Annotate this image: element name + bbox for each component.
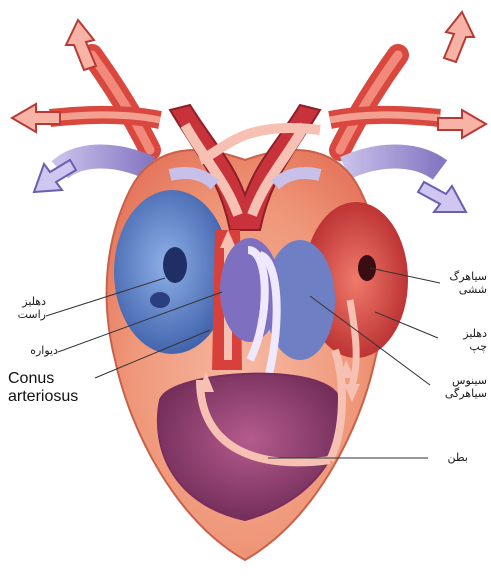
label-conus-line2: arteriosus	[8, 388, 78, 406]
arrow-mid-left	[12, 104, 60, 132]
arrow-vein-right	[418, 182, 466, 212]
label-right-atrium-line1: دهلیز	[8, 295, 46, 308]
right-arteries	[330, 55, 440, 170]
label-sinus-line2: سیاهرگی	[428, 387, 487, 400]
label-left-atrium-line2: چپ	[435, 340, 487, 353]
label-ventricle: بطن	[428, 451, 468, 464]
arrow-mid-right	[438, 110, 486, 138]
label-sinus-line1: سینوس	[428, 374, 487, 387]
arrow-top-right	[444, 12, 474, 62]
label-ventricle-text: بطن	[428, 451, 468, 464]
label-conus-line1: Conus	[8, 370, 78, 388]
label-left-atrium: دهلیز چپ	[435, 327, 487, 353]
label-right-atrium: دهلیز راست	[8, 295, 46, 321]
label-pulmonary-vein-line1: سیاهرگ	[435, 270, 487, 283]
label-right-atrium-line2: راست	[8, 308, 46, 321]
label-pulmonary-vein: سیاهرگ ششی	[435, 270, 487, 296]
label-left-atrium-line1: دهلیز	[435, 327, 487, 340]
label-sinus-venosus: سینوس سیاهرگی	[428, 374, 487, 400]
label-pulmonary-vein-line2: ششی	[435, 283, 487, 296]
label-septum-text: دیواره	[8, 344, 58, 357]
left-arteries	[50, 55, 160, 170]
label-septum: دیواره	[8, 344, 58, 357]
label-conus-arteriosus: Conus arteriosus	[8, 370, 78, 406]
